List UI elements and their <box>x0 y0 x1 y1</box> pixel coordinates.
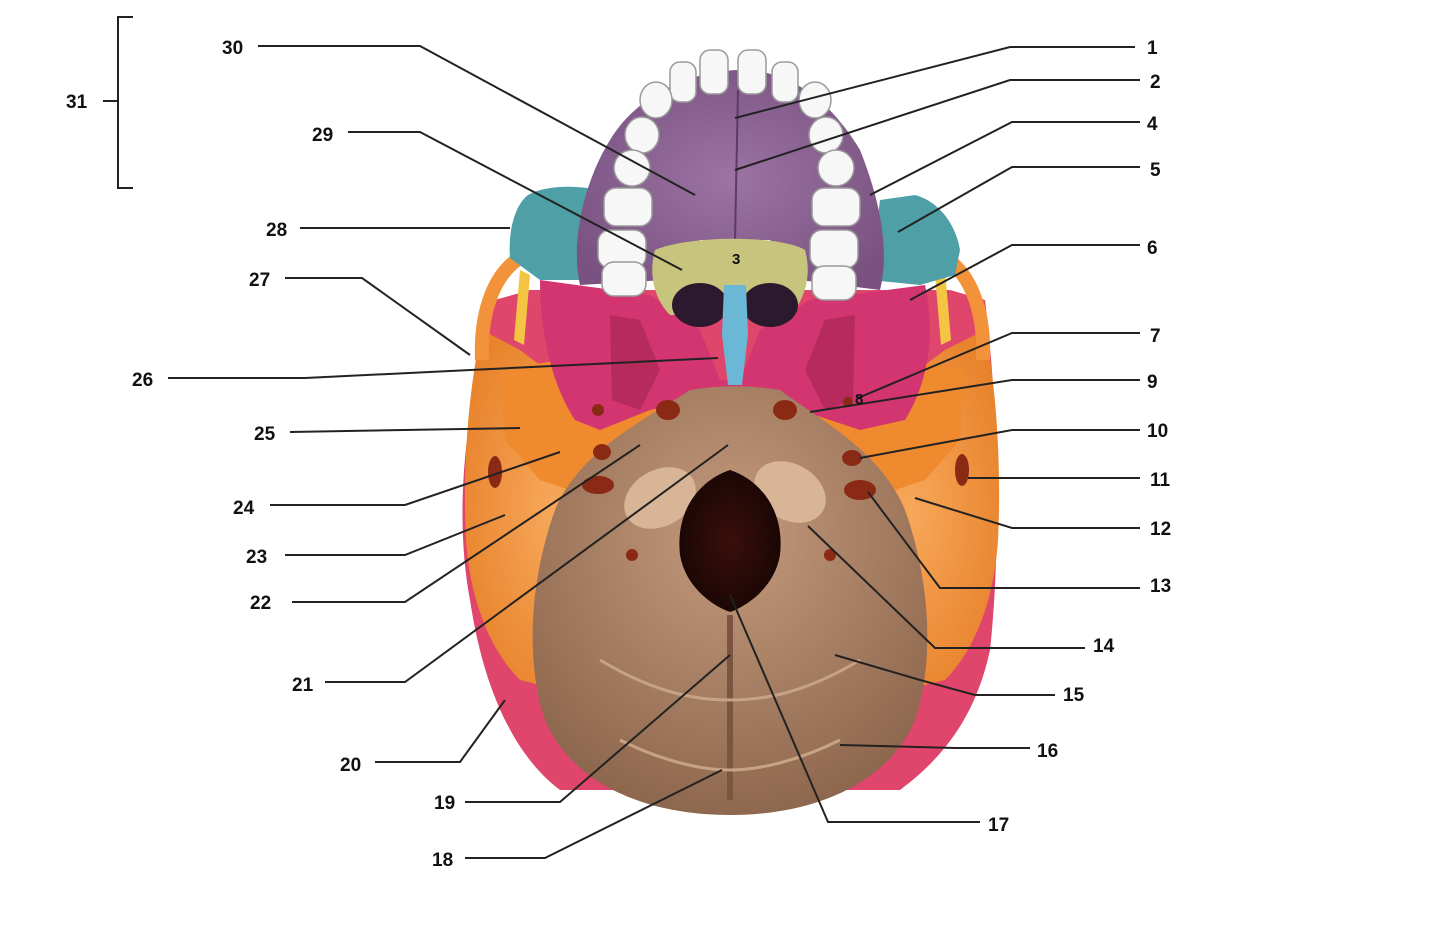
skull-illustration <box>462 49 1000 815</box>
upper-teeth <box>597 49 861 301</box>
leader-lines <box>103 16 1140 859</box>
leader-4 <box>869 121 1140 196</box>
label-4: 4 <box>1147 114 1158 135</box>
leader-13 <box>867 491 1140 589</box>
leader-5 <box>897 166 1140 233</box>
leader-29 <box>348 131 683 271</box>
leader-26 <box>168 357 719 379</box>
leader-22 <box>292 444 641 603</box>
label-22: 22 <box>250 593 271 614</box>
label-10: 10 <box>1147 421 1168 442</box>
choana-left <box>672 283 728 327</box>
label-11: 11 <box>1150 470 1171 491</box>
leader-14 <box>807 525 1085 649</box>
label-23: 23 <box>246 547 267 568</box>
foramen-magnum <box>679 470 781 612</box>
leader-19 <box>465 654 731 803</box>
label-19: 19 <box>434 793 455 814</box>
label-6: 6 <box>1147 238 1158 259</box>
label-2: 2 <box>1150 72 1161 93</box>
leader-27 <box>285 277 471 356</box>
leader-9 <box>809 379 1140 413</box>
leader-17 <box>729 594 980 823</box>
label-29: 29 <box>312 125 333 146</box>
bracket-31 <box>117 16 133 189</box>
label-20: 20 <box>340 755 361 776</box>
label-26: 26 <box>132 370 153 391</box>
label-27: 27 <box>249 270 270 291</box>
label-3: 3 <box>732 251 740 268</box>
label-7: 7 <box>1150 326 1161 347</box>
label-1: 1 <box>1147 38 1158 59</box>
label-5: 5 <box>1150 160 1161 181</box>
label-8: 8 <box>855 391 863 408</box>
label-28: 28 <box>266 220 287 241</box>
leader-20 <box>375 699 506 763</box>
leader-24 <box>270 451 561 506</box>
leader-18 <box>465 769 723 859</box>
label-13: 13 <box>1150 576 1171 597</box>
leader-10 <box>859 429 1140 459</box>
number-labels: 1 2 3 4 5 6 7 8 9 10 11 12 13 14 15 16 1… <box>66 38 1171 871</box>
foramina <box>488 397 969 561</box>
leader-2 <box>734 79 1140 171</box>
label-17: 17 <box>988 815 1009 836</box>
label-18: 18 <box>432 850 453 871</box>
label-21: 21 <box>292 675 314 696</box>
leader-1 <box>734 46 1135 119</box>
label-31: 31 <box>66 92 88 113</box>
label-12: 12 <box>1150 519 1171 540</box>
label-24: 24 <box>233 498 255 519</box>
leader-30 <box>258 45 696 196</box>
leader-7 <box>857 332 1140 399</box>
label-15: 15 <box>1063 685 1085 706</box>
leader-21 <box>325 444 729 683</box>
leader-16 <box>839 744 1030 749</box>
zygomatic-bone-right <box>870 195 960 285</box>
leader-15 <box>834 654 1055 696</box>
label-14: 14 <box>1093 636 1115 657</box>
label-16: 16 <box>1037 741 1058 762</box>
leader-6 <box>909 244 1140 301</box>
choana-right <box>742 283 798 327</box>
leader-12 <box>914 497 1140 529</box>
vomer <box>722 285 748 385</box>
label-30: 30 <box>222 38 243 59</box>
leader-25 <box>289 427 521 433</box>
label-25: 25 <box>254 424 276 445</box>
label-9: 9 <box>1147 372 1158 393</box>
leader-23 <box>285 514 506 556</box>
